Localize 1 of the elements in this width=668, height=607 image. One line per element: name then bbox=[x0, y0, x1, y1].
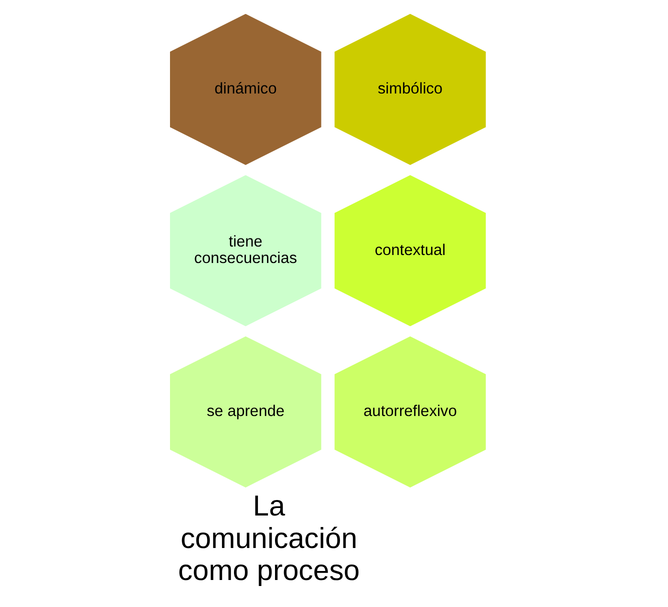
diagram-title: La comunicación como proceso bbox=[178, 490, 360, 588]
